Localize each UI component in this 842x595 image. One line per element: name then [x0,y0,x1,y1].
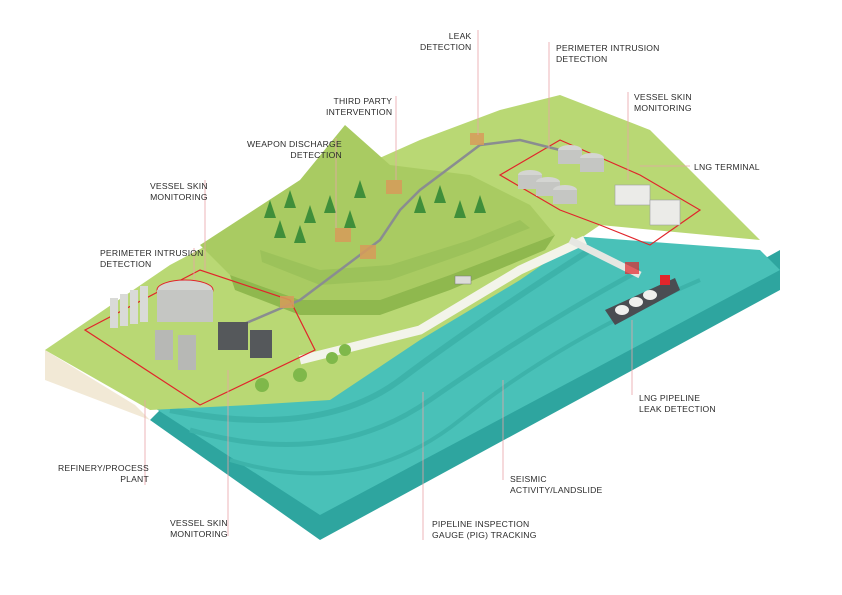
tree-icon [354,180,366,198]
label-line: PERIMETER INTRUSION [556,43,660,53]
ship-lng-dome [615,305,629,315]
label-line: VESSEL SKIN [634,92,692,102]
tree-icon [339,344,351,356]
tree-icon [344,210,356,228]
label-line: INTERVENTION [326,106,393,117]
storage-tank-icon [178,335,196,370]
lng-carrier-ship-icon [605,275,680,325]
sensor-marker-icon [360,245,376,259]
label-line: MONITORING [634,102,692,113]
sensor-marker-icon [470,133,484,145]
lng-terminal [518,145,681,226]
tree-icon [324,195,336,213]
label-line: LEAK DETECTION [639,403,716,414]
sensor-marker-icon [386,180,402,194]
label-perimeter-intrusion-left: PERIMETER INTRUSION DETECTION [100,248,204,269]
tree-icon [293,368,307,382]
terminal-building [649,199,681,226]
hill [200,125,555,300]
label-line: PERIMETER INTRUSION [100,248,204,258]
ship-lng-dome [643,290,657,300]
label-line: DETECTION [420,41,472,52]
label-lng-terminal: LNG TERMINAL [694,162,760,173]
tree-icon [294,225,306,243]
label-line: WEAPON DISCHARGE [247,139,342,149]
label-line: PIPELINE INSPECTION [432,519,530,529]
storage-tank-icon [580,158,604,172]
label-vessel-skin-left: VESSEL SKIN MONITORING [150,181,208,202]
forest [255,180,486,392]
label-line: LNG TERMINAL [694,162,760,172]
label-line: LNG PIPELINE [639,393,701,403]
storage-tank-icon [558,150,582,164]
label-line: GAUGE (PIG) TRACKING [432,529,537,540]
storage-tank-icon [155,330,173,360]
label-line: LEAK [448,31,472,41]
ship-lng-dome [629,297,643,307]
water-wave-band [169,247,592,423]
refinery-plant [110,279,272,370]
tree-icon [326,352,338,364]
label-line: SEISMIC [510,474,547,484]
refinery-silo [140,286,148,322]
label-perimeter-intrusion-top: PERIMETER INTRUSION DETECTION [556,43,660,64]
sensor-marker-icon [335,228,351,242]
label-seismic: SEISMIC ACTIVITY/LANDSLIDE [510,474,602,495]
tree-icon [264,200,276,218]
label-vessel-skin-top: VESSEL SKIN MONITORING [634,92,692,113]
water-wave-band [189,267,642,448]
hill-terrace [230,235,555,315]
hill-terrace [260,220,530,285]
factory-building [218,322,248,350]
label-line: ACTIVITY/LANDSLIDE [510,484,603,495]
label-refinery: REFINERY/PROCESS PLANT [58,463,149,484]
label-line: DETECTION [556,53,608,64]
label-pig-tracking: PIPELINE INSPECTION GAUGE (PIG) TRACKING [432,519,537,540]
tree-icon [284,190,296,208]
tree-icon [255,378,269,392]
ship-bridge [660,275,670,285]
refinery-silo [130,290,138,324]
tree-icon [414,195,426,213]
sensor-marker-icon [280,296,294,308]
label-line: PLANT [120,473,149,484]
label-lng-pipeline: LNG PIPELINE LEAK DETECTION [639,393,716,414]
label-line: MONITORING [170,528,228,539]
tree-icon [434,185,446,203]
tree-icon [474,195,486,213]
truck-icon [454,275,472,285]
storage-tank-icon [553,190,577,204]
tree-icon [274,220,286,238]
tree-icon [454,200,466,218]
label-leak-detection: LEAK DETECTION [420,31,471,52]
pipeline [229,138,561,332]
factory-building [250,330,272,358]
label-line: REFINERY/PROCESS [58,463,149,473]
storage-tank-icon [157,290,213,322]
terminal-building [614,184,651,206]
label-line: MONITORING [150,191,208,202]
label-third-party: THIRD PARTY INTERVENTION [326,96,392,117]
refinery-silo [110,298,118,328]
label-line: VESSEL SKIN [150,181,208,191]
label-line: DETECTION [290,149,342,160]
label-weapon-discharge: WEAPON DISCHARGE DETECTION [247,139,342,160]
callout-lines [144,30,690,540]
label-line: DETECTION [100,258,152,269]
land-base-side [45,350,150,420]
sensor-marker-icon [625,262,639,274]
label-vessel-skin-bottom: VESSEL SKIN MONITORING [170,518,228,539]
label-line: VESSEL SKIN [170,518,228,528]
label-line: THIRD PARTY [333,96,393,106]
road [298,235,587,365]
tree-icon [304,205,316,223]
refinery-silo [120,294,128,326]
